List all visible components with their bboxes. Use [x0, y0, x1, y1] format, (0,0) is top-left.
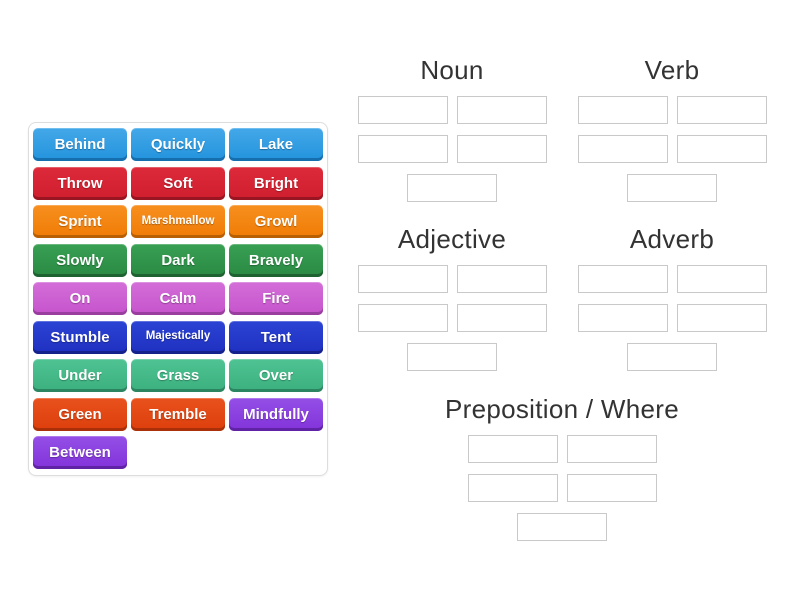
word-tile[interactable]: Grass: [131, 359, 225, 392]
word-tile[interactable]: Bright: [229, 166, 323, 200]
drop-slot[interactable]: [627, 343, 717, 371]
drop-slot[interactable]: [357, 265, 448, 293]
drop-slot[interactable]: [577, 265, 668, 293]
word-tile[interactable]: Sprint: [33, 205, 127, 238]
slot-grid-adjective: [352, 265, 552, 371]
word-tile[interactable]: Majestically: [131, 320, 225, 354]
drop-slot[interactable]: [407, 174, 497, 202]
category-group-adverb: Adverb: [572, 221, 772, 371]
word-tile[interactable]: Growl: [229, 205, 323, 238]
drop-slot[interactable]: [357, 135, 448, 163]
category-title-adverb: Adverb: [629, 224, 715, 254]
word-tile[interactable]: Green: [33, 397, 127, 431]
drop-slot[interactable]: [577, 96, 668, 124]
word-tile[interactable]: Mindfully: [229, 397, 323, 431]
category-title-preposition: Preposition / Where: [444, 394, 680, 424]
word-tile[interactable]: Lake: [229, 128, 323, 161]
category-title-noun: Noun: [420, 55, 484, 85]
drop-slot[interactable]: [357, 96, 448, 124]
drop-slot[interactable]: [627, 174, 717, 202]
word-tile[interactable]: On: [33, 282, 127, 315]
word-tile[interactable]: Slowly: [33, 243, 127, 277]
word-tile[interactable]: Between: [33, 436, 127, 469]
word-tile[interactable]: Soft: [131, 166, 225, 200]
word-tile[interactable]: Fire: [229, 282, 323, 315]
drop-slot[interactable]: [456, 304, 547, 332]
word-tile[interactable]: Throw: [33, 166, 127, 200]
slot-grid-adverb: [572, 265, 772, 371]
category-title-verb: Verb: [644, 55, 700, 85]
drop-slot[interactable]: [566, 435, 657, 463]
category-group-adjective: Adjective: [352, 221, 552, 371]
slot-grid-verb: [572, 96, 772, 202]
drop-slot[interactable]: [566, 474, 657, 502]
drop-slot[interactable]: [456, 96, 547, 124]
word-tile[interactable]: Behind: [33, 128, 127, 161]
drop-slot[interactable]: [407, 343, 497, 371]
drop-slot[interactable]: [467, 474, 558, 502]
drop-slot[interactable]: [676, 135, 767, 163]
word-bank-panel: Behind Quickly Lake Throw Soft Bright Sp…: [28, 122, 328, 476]
slot-grid-noun: [352, 96, 552, 202]
word-tile[interactable]: Calm: [131, 282, 225, 315]
drop-slot[interactable]: [676, 96, 767, 124]
category-group-preposition: Preposition / Where: [422, 391, 702, 541]
drop-slot[interactable]: [467, 435, 558, 463]
drop-slot[interactable]: [676, 304, 767, 332]
word-tile[interactable]: Over: [229, 359, 323, 392]
drop-slot[interactable]: [676, 265, 767, 293]
word-tile[interactable]: Bravely: [229, 243, 323, 277]
drop-slot[interactable]: [456, 265, 547, 293]
word-tile[interactable]: Tent: [229, 320, 323, 354]
word-tile[interactable]: Tremble: [131, 397, 225, 431]
word-tile[interactable]: Marshmallow: [131, 205, 225, 238]
category-title-adjective: Adjective: [397, 224, 507, 254]
word-tile[interactable]: Stumble: [33, 320, 127, 354]
word-tile[interactable]: Under: [33, 359, 127, 392]
category-group-verb: Verb: [572, 52, 772, 202]
category-group-noun: Noun: [352, 52, 552, 202]
drop-slot[interactable]: [456, 135, 547, 163]
word-tile[interactable]: Dark: [131, 243, 225, 277]
drop-slot[interactable]: [357, 304, 448, 332]
slot-grid-preposition: [422, 435, 702, 541]
drop-slot[interactable]: [517, 513, 607, 541]
drop-slot[interactable]: [577, 135, 668, 163]
word-tile[interactable]: Quickly: [131, 128, 225, 161]
drop-slot[interactable]: [577, 304, 668, 332]
